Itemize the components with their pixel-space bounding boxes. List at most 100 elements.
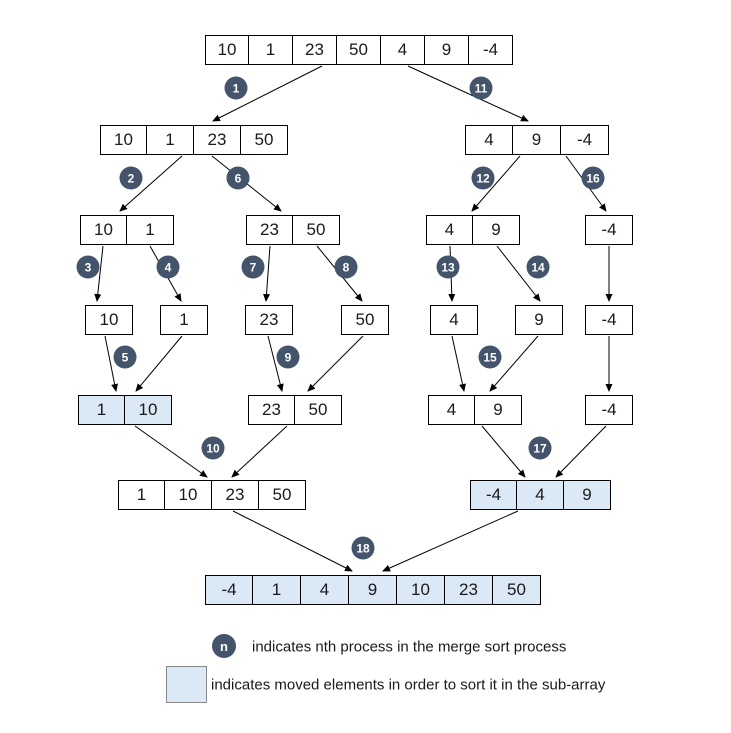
array-node-level2-right-b: -4: [585, 215, 633, 245]
arrow: [263, 245, 271, 302]
array-cell: 10: [397, 575, 445, 605]
step-badge-14: 14: [526, 255, 550, 279]
array-cell: 23: [246, 215, 293, 245]
array-cell: 10: [125, 395, 172, 425]
arrow: [451, 335, 466, 392]
array-node-single-23: 23: [245, 305, 293, 335]
array-cell: 23: [445, 575, 493, 605]
array-cell: 1: [127, 215, 174, 245]
array-cell: 1: [253, 575, 301, 605]
array-cell: 10: [165, 480, 212, 510]
legend-badge-description: indicates nth process in the merge sort …: [252, 638, 567, 656]
step-badge-6: 6: [226, 166, 250, 190]
step-badge-16: 16: [581, 166, 605, 190]
array-cell: 23: [194, 125, 241, 155]
array-cell: -4: [585, 215, 633, 245]
legend-step-badge-icon: n: [212, 634, 236, 658]
step-badge-5: 5: [113, 345, 137, 369]
arrow: [232, 510, 353, 572]
array-cell: 1: [78, 395, 125, 425]
step-badge-15: 15: [478, 345, 502, 369]
arrow: [307, 335, 364, 392]
array-cell: 10: [85, 305, 133, 335]
arrow: [134, 425, 208, 478]
arrow: [407, 65, 529, 122]
array-cell: 4: [465, 125, 513, 155]
array-cell: 10: [100, 125, 147, 155]
array-cell: 4: [428, 395, 475, 425]
array-node-single-neg4: -4: [585, 305, 633, 335]
array-cell: 1: [249, 35, 293, 65]
arrow: [555, 425, 607, 478]
array-cell: 23: [212, 480, 259, 510]
array-node-merge-neg4: -4: [585, 395, 633, 425]
array-cell: 50: [259, 480, 306, 510]
legend-highlight-box-icon: [166, 666, 207, 703]
array-cell: 9: [564, 480, 611, 510]
array-cell: 9: [425, 35, 469, 65]
array-cell: 23: [245, 305, 293, 335]
step-badge-17: 17: [528, 436, 552, 460]
array-cell: 50: [241, 125, 288, 155]
array-cell: 4: [430, 305, 478, 335]
step-badge-1: 1: [224, 76, 248, 100]
step-badge-2: 2: [119, 166, 143, 190]
array-cell: 4: [517, 480, 564, 510]
array-cell: 4: [301, 575, 349, 605]
array-node-single-9: 9: [515, 305, 563, 335]
array-node-single-1: 1: [160, 305, 208, 335]
array-node-single-50: 50: [341, 305, 389, 335]
step-badge-4: 4: [156, 255, 180, 279]
step-badge-11: 11: [469, 76, 493, 100]
array-cell: -4: [469, 35, 513, 65]
step-badge-9: 9: [276, 345, 300, 369]
array-cell: 50: [295, 395, 342, 425]
step-badge-8: 8: [334, 255, 358, 279]
array-cell: 1: [118, 480, 165, 510]
array-cell: 9: [473, 215, 520, 245]
array-cell: 1: [160, 305, 208, 335]
array-cell: 1: [147, 125, 194, 155]
arrow: [135, 335, 183, 392]
arrow: [382, 510, 519, 572]
arrow: [481, 425, 526, 478]
array-cell: -4: [585, 305, 633, 335]
step-badge-12: 12: [471, 166, 495, 190]
array-cell: 9: [515, 305, 563, 335]
array-cell: 10: [205, 35, 249, 65]
array-cell: 9: [349, 575, 397, 605]
legend-box-description: indicates moved elements in order to sor…: [211, 676, 606, 694]
step-badge-10: 10: [201, 436, 225, 460]
array-cell: 4: [381, 35, 425, 65]
array-cell: 50: [337, 35, 381, 65]
step-badge-7: 7: [241, 255, 265, 279]
array-node-single-4: 4: [430, 305, 478, 335]
array-cell: 9: [513, 125, 561, 155]
array-cell: 50: [293, 215, 340, 245]
step-badge-3: 3: [76, 255, 100, 279]
arrow: [231, 425, 288, 478]
array-cell: 23: [248, 395, 295, 425]
array-cell: 9: [475, 395, 522, 425]
arrow: [94, 245, 104, 302]
array-cell: -4: [470, 480, 517, 510]
array-cell: -4: [585, 395, 633, 425]
arrow: [104, 335, 119, 392]
step-badge-18: 18: [351, 536, 375, 560]
array-node-single-10: 10: [85, 305, 133, 335]
array-cell: 4: [426, 215, 473, 245]
